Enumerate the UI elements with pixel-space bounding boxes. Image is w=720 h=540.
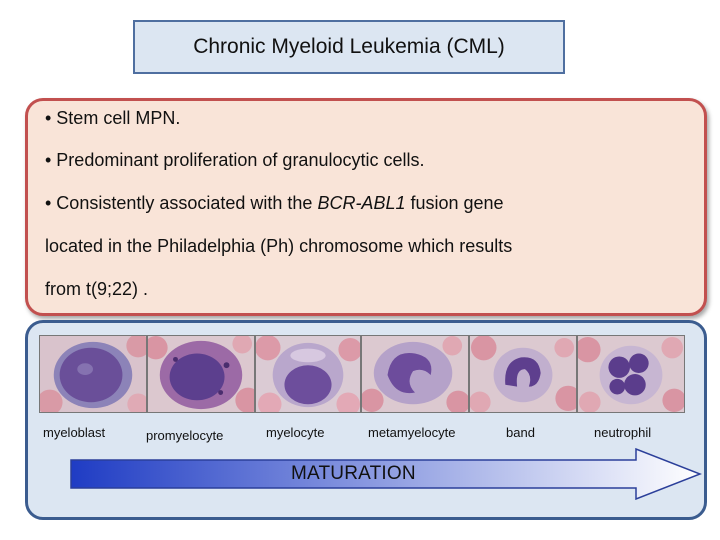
bullet-proliferation: • Predominant proliferation of granulocy… (45, 150, 425, 170)
neutrophil-image (577, 335, 685, 413)
label-band: band (506, 425, 535, 440)
page-title: Chronic Myeloid Leukemia (CML) (193, 35, 505, 58)
title-box: Chronic Myeloid Leukemia (CML) (133, 20, 565, 74)
myeloblast-image (39, 335, 147, 413)
band-image (469, 335, 577, 413)
definition-panel: • Stem cell MPN. • Predominant prolifera… (25, 98, 707, 316)
maturation-arrow (70, 448, 702, 500)
bullet-stem-cell: • Stem cell MPN. (45, 108, 181, 128)
label-myeloblast: myeloblast (43, 425, 106, 440)
bullet-fusion-suffix: fusion gene (405, 193, 504, 213)
bullet-translocation: from t(9;22) . (45, 279, 149, 299)
label-myelocyte: myelocyte (266, 425, 325, 440)
label-metamyelocyte: metamyelocyte (368, 425, 456, 440)
metamyelocyte-image (361, 335, 469, 413)
maturation-label: MATURATION (291, 463, 416, 484)
bullet-fusion-prefix: • Consistently associated with the (45, 193, 318, 213)
label-neutrophil: neutrophil (594, 425, 652, 440)
myelocyte-image (255, 335, 361, 413)
bullet-fusion-gene: • Consistently associated with the BCR-A… (45, 193, 504, 214)
promyelocyte-image (147, 335, 255, 413)
gene-name: BCR-ABL1 (317, 193, 406, 213)
maturation-panel: myeloblast promyelocyte myelocyte metamy… (25, 320, 707, 520)
bullet-philadelphia: located in the Philadelphia (Ph) chromos… (45, 236, 513, 256)
label-promyelocyte: promyelocyte (146, 428, 224, 443)
